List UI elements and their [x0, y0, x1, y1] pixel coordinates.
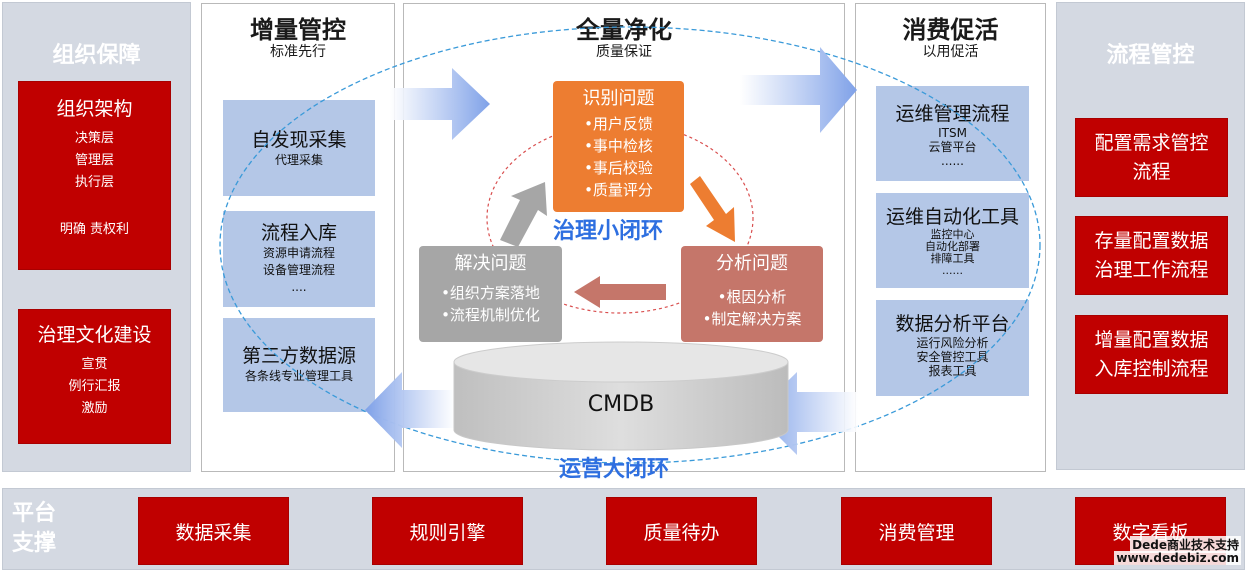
box-title: 运维自动化工具	[885, 206, 1019, 228]
consume-box-ops-process: 运维管理流程 ITSM 云管平台 ......	[876, 86, 1029, 181]
box-line: ITSM	[938, 126, 967, 140]
box-title: 数据分析平台	[895, 313, 1010, 335]
box-line: 资源申请流程	[262, 246, 335, 260]
culture-title: 治理文化建设	[37, 324, 152, 346]
org-structure-note: 明确 责权利	[59, 222, 130, 237]
incremental-box-process: 流程入库 资源申请流程 设备管理流程 ....	[223, 211, 375, 307]
analyze-item: •根因分析	[717, 288, 787, 306]
process-control-title: 流程管控	[1106, 43, 1195, 68]
arrow-incremental-to-purify	[390, 68, 490, 140]
incremental-title: 增量管控	[250, 16, 346, 44]
cmdb-cylinder-body	[453, 361, 789, 451]
box-line: 设备管理流程	[262, 263, 335, 277]
watermark-line-1: Dede商业技术支持	[1130, 536, 1241, 553]
org-structure-item: 决策层	[74, 131, 114, 146]
process-control-item: 配置需求管控流程	[1075, 118, 1228, 197]
process-control-label: 增量配置数据入库控制流程	[1094, 328, 1209, 380]
box-line: 报表工具	[928, 364, 977, 378]
analyze-box: 分析问题 •根因分析 •制定解决方案	[681, 246, 823, 342]
arrow-analyze-to-solve	[574, 276, 666, 308]
identify-item: •事后校验	[584, 159, 653, 177]
box-line: 云管平台	[928, 140, 977, 154]
incremental-subtitle: 标准先行	[270, 44, 326, 60]
identify-title: 识别问题	[582, 88, 655, 109]
incremental-box-thirdparty: 第三方数据源 各条线专业管理工具	[223, 318, 375, 412]
process-control-label: 配置需求管控流程	[1094, 131, 1209, 183]
arrow-solve-to-identify	[500, 182, 547, 247]
identify-item: •事中检核	[584, 137, 653, 155]
process-control-panel: 流程管控 配置需求管控流程 存量配置数据治理工作流程 增量配置数据入库控制流程	[1056, 2, 1245, 470]
analyze-item: •制定解决方案	[702, 310, 802, 328]
box-title: 运维管理流程	[895, 103, 1010, 125]
culture-item: 激励	[81, 401, 108, 416]
watermark-line-2: www.dedebiz.com	[1114, 551, 1241, 565]
platform-item-label: 规则引擎	[409, 521, 486, 544]
analyze-title: 分析问题	[716, 253, 788, 274]
purify-title: 全量净化	[576, 16, 672, 44]
solve-box: 解决问题 •组织方案落地 •流程机制优化	[419, 246, 562, 342]
org-structure-box: 组织架构 决策层 管理层 执行层 明确 责权利	[18, 81, 171, 270]
incremental-box-autodiscover: 自发现采集 代理采集	[223, 100, 375, 196]
arrow-identify-to-analyze	[690, 176, 735, 242]
identify-item: •用户反馈	[584, 115, 653, 133]
identify-item: •质量评分	[584, 181, 653, 199]
platform-title-text: 平台支撑	[12, 501, 57, 556]
cmdb-label: CMDB	[587, 392, 655, 417]
box-line: 运行风险分析	[916, 336, 989, 350]
culture-item: 宣贯	[81, 357, 108, 372]
arrow-cmdb-to-incremental	[365, 372, 455, 448]
arrow-purify-to-consume	[740, 47, 857, 133]
org-structure-item: 执行层	[74, 175, 114, 190]
small-loop-label: 治理小闭环	[553, 219, 664, 244]
platform-quality-todo: 质量待办	[606, 497, 757, 565]
platform-data-collection: 数据采集	[138, 497, 289, 565]
box-line: 各条线专业管理工具	[244, 369, 353, 383]
platform-rule-engine: 规则引擎	[372, 497, 523, 565]
solve-item: •组织方案落地	[441, 284, 540, 302]
platform-title: 平台支撑	[12, 499, 72, 559]
box-line: ......	[942, 264, 963, 277]
platform-item-label: 质量待办	[643, 521, 720, 544]
big-loop-label: 运营大闭环	[559, 457, 670, 482]
consume-box-automation: 运维自动化工具 监控中心 自动化部署 排障工具 ......	[876, 193, 1029, 288]
culture-box: 治理文化建设 宣贯 例行汇报 激励	[18, 309, 171, 444]
culture-item: 例行汇报	[68, 379, 121, 394]
org-structure-title: 组织架构	[56, 98, 133, 120]
box-title: 自发现采集	[251, 129, 347, 151]
org-guarantee-title: 组织保障	[52, 43, 141, 68]
org-structure-item: 管理层	[74, 153, 114, 168]
consume-title: 消费促活	[902, 16, 999, 44]
platform-item-label: 消费管理	[878, 521, 955, 544]
purify-subtitle: 质量保证	[596, 44, 652, 60]
platform-consumption-mgmt: 消费管理	[841, 497, 992, 565]
solve-title: 解决问题	[454, 253, 527, 274]
platform-item-label: 数据采集	[175, 521, 252, 544]
box-line: 自动化部署	[925, 240, 980, 253]
box-line: 监控中心	[930, 228, 975, 241]
process-control-item: 增量配置数据入库控制流程	[1075, 315, 1228, 394]
process-control-item: 存量配置数据治理工作流程	[1075, 216, 1228, 295]
consume-subtitle: 以用促活	[922, 44, 979, 60]
box-line: 排障工具	[930, 252, 975, 265]
box-line: 代理采集	[274, 153, 323, 167]
process-control-label: 存量配置数据治理工作流程	[1094, 229, 1209, 281]
org-guarantee-panel: 组织保障 组织架构 决策层 管理层 执行层 明确 责权利 治理文化建设 宣贯 例…	[2, 2, 191, 472]
box-line: 安全管控工具	[916, 350, 989, 364]
box-line: ....	[291, 280, 307, 294]
cmdb-cylinder-top	[453, 341, 789, 383]
consume-box-analytics: 数据分析平台 运行风险分析 安全管控工具 报表工具	[876, 300, 1029, 396]
identify-box: 识别问题 •用户反馈 •事中检核 •事后校验 •质量评分	[553, 81, 684, 212]
box-title: 流程入库	[260, 222, 337, 244]
big-loop-ellipse	[219, 26, 1041, 464]
solve-item: •流程机制优化	[441, 306, 540, 324]
box-line: ......	[941, 154, 964, 168]
